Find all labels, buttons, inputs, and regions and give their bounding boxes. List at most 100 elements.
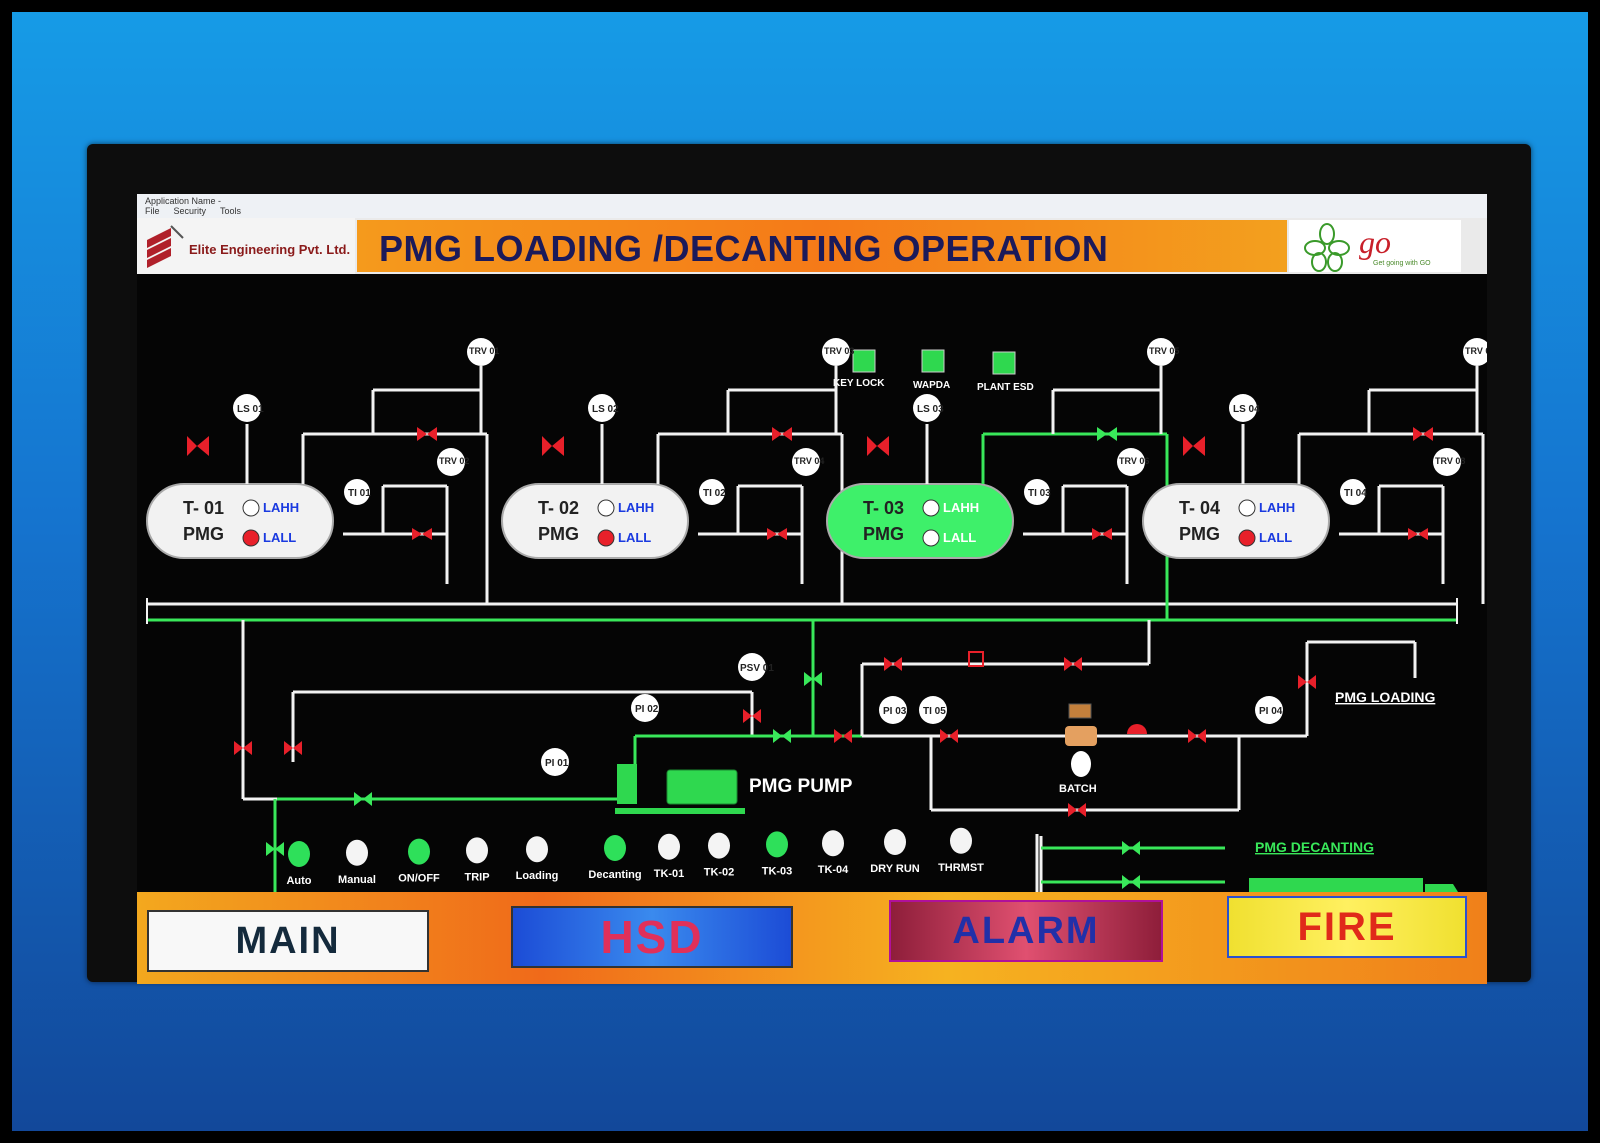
trv-side[interactable] [1117, 448, 1145, 476]
pump-coupling [617, 764, 637, 804]
wapda-label: WAPDA [913, 380, 950, 391]
psv-01[interactable]: PSV 01 [738, 653, 774, 681]
loading-section: BATCH PI 03 TI 05 PI 04 PMG LOADING [860, 620, 1435, 817]
lamp-label: Decanting [588, 869, 641, 881]
menu-tools[interactable]: Tools [220, 206, 242, 216]
pump-motor[interactable] [666, 769, 738, 805]
trv-side[interactable] [792, 448, 820, 476]
lamp-5: Decanting [588, 835, 642, 881]
lall-label: LALL [618, 530, 651, 545]
lahh-label: LAHH [263, 500, 299, 515]
lahh-lamp [922, 499, 940, 517]
tank-body [826, 483, 1014, 559]
hsd-button[interactable]: HSD [511, 906, 793, 968]
svg-text:PI 03: PI 03 [883, 706, 907, 717]
ls-instrument[interactable] [1229, 394, 1257, 422]
trv-side[interactable] [1433, 448, 1461, 476]
tank-name: T- 03 [863, 498, 904, 518]
fire-button[interactable]: FIRE [1227, 896, 1467, 958]
trv-top[interactable] [1463, 338, 1487, 366]
lamp-9: TK-04 [818, 830, 849, 876]
lahh-label: LAHH [618, 500, 654, 515]
ti-instrument[interactable] [699, 479, 725, 505]
pi-04[interactable]: PI 04 [1255, 696, 1283, 724]
ti-instrument[interactable] [344, 479, 370, 505]
go-wordmark: go [1359, 224, 1391, 260]
menu-security[interactable]: Security [173, 206, 207, 216]
pmg-decanting-label: PMG DECANTING [1255, 839, 1374, 855]
lamp-label: Auto [286, 875, 311, 887]
svg-text:TI 04: TI 04 [1344, 488, 1367, 499]
svg-text:TRV 02: TRV 02 [439, 456, 469, 466]
trv-top[interactable] [822, 338, 850, 366]
ls-instrument[interactable] [233, 394, 261, 422]
hmi-screen: Application Name - File Security Tools E… [137, 194, 1487, 984]
pi-02[interactable]: PI 02 [631, 694, 659, 722]
pi-01[interactable]: PI 01 [541, 748, 569, 776]
svg-text:PI 01: PI 01 [545, 758, 569, 769]
lamp-7: TK-02 [704, 832, 735, 879]
lamp-1: Manual [338, 839, 376, 886]
lall-lamp [1238, 529, 1256, 547]
svg-text:LS 01: LS 01 [237, 404, 264, 415]
lamp-0: Auto [286, 841, 312, 887]
batch-meter[interactable] [1065, 726, 1097, 746]
background-frame: Application Name - File Security Tools E… [12, 12, 1588, 1131]
process-diagram: KEY LOCK WAPDA PLANT ESD T- 01 PMG LAHH LAL… [146, 338, 1487, 894]
lamp-label: TK-02 [704, 867, 735, 879]
svg-text:LS 03: LS 03 [917, 404, 944, 415]
window-titlebar: Application Name - File Security Tools [137, 194, 1487, 218]
plant-esd-indicator [992, 351, 1016, 375]
menu-bar: File Security Tools [145, 206, 241, 216]
header-banner: Elite Engineering Pvt. Ltd. PMG LOADING … [137, 218, 1487, 274]
lamp-2: ON/OFF [398, 838, 440, 885]
company-logo: Elite Engineering Pvt. Ltd. [137, 218, 355, 274]
svg-text:PSV 01: PSV 01 [740, 663, 774, 674]
lamp-4: Loading [516, 836, 558, 882]
menu-file[interactable]: File [145, 206, 160, 216]
ti-05[interactable]: TI 05 [919, 696, 947, 724]
svg-text:TI 03: TI 03 [1028, 488, 1051, 499]
elite-logo-icon [147, 225, 184, 268]
lamp-indicator [466, 837, 488, 864]
lamp-10: DRY RUN [870, 829, 920, 875]
pump-base [615, 808, 745, 814]
trv-top[interactable] [1147, 338, 1175, 366]
trv-side[interactable] [437, 448, 465, 476]
decanting-section: PMG DECANTING [1039, 836, 1460, 894]
lamp-indicator [604, 835, 626, 861]
title-panel: PMG LOADING /DECANTING OPERATION [357, 220, 1287, 272]
alarm-button[interactable]: ALARM [889, 900, 1163, 962]
tanker-truck-icon[interactable] [1249, 878, 1423, 894]
main-button[interactable]: MAIN [147, 910, 429, 972]
trv-top[interactable] [467, 338, 495, 366]
svg-text:TI 05: TI 05 [923, 706, 946, 717]
tank-product: PMG [183, 524, 224, 544]
lahh-label: LAHH [943, 500, 979, 515]
lamp-indicator [766, 831, 788, 858]
lall-lamp [922, 529, 940, 547]
lamp-label: Manual [338, 874, 376, 886]
ti-instrument[interactable] [1340, 479, 1366, 505]
control-valve-icon[interactable] [968, 651, 984, 667]
lahh-lamp [597, 499, 615, 517]
svg-text:PI 02: PI 02 [635, 704, 659, 715]
pi-03[interactable]: PI 03 [879, 696, 907, 724]
lamp-8: TK-03 [762, 831, 792, 877]
lamp-label: DRY RUN [870, 863, 920, 875]
ti-instrument[interactable] [1024, 479, 1050, 505]
key-lock-label: KEY LOCK [833, 378, 885, 389]
lall-lamp [597, 529, 615, 547]
svg-text:TI 02: TI 02 [703, 488, 726, 499]
ls-instrument[interactable] [588, 394, 616, 422]
tank-name: T- 01 [183, 498, 224, 518]
lamp-label: THRMST [938, 862, 984, 874]
ls-instrument[interactable] [913, 394, 941, 422]
svg-text:TRV 03: TRV 03 [824, 346, 854, 356]
plant-esd-label: PLANT ESD [977, 382, 1034, 393]
